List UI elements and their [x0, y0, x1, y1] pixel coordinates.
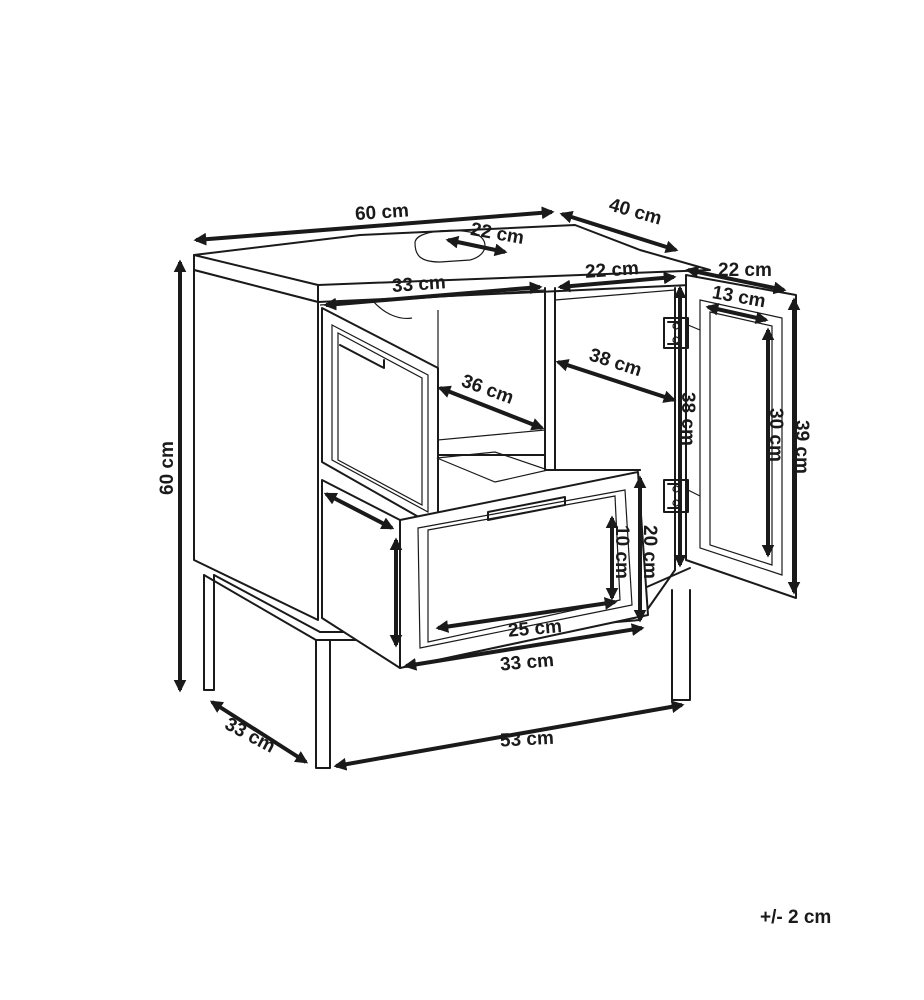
- arrow-base-width: [333, 700, 685, 771]
- arrow-right-compartment: [557, 271, 677, 293]
- cabinet-drawing: [193, 224, 797, 769]
- label-base-width: 53 cm: [499, 728, 554, 752]
- label-width-top: 60 cm: [354, 200, 409, 225]
- label-base-depth: 33 cm: [221, 714, 278, 758]
- arrow-inner-depth-left: [437, 385, 545, 431]
- label-total-height: 60 cm: [157, 441, 178, 495]
- arrow-sink-cutout: [445, 235, 508, 257]
- arrow-drawer-width: [403, 623, 645, 671]
- tolerance-note: +/- 2 cm: [760, 907, 832, 928]
- label-drawer-height: 20 cm: [639, 525, 660, 579]
- label-drawer-inner-width: 25 cm: [507, 616, 563, 642]
- label-right-compartment: 22 cm: [584, 258, 639, 283]
- arrow-drawer-side-depth: [323, 492, 395, 530]
- label-inner-depth-left: 36 cm: [459, 371, 517, 409]
- arrow-width-top: [193, 206, 555, 246]
- dimension-arrows: [173, 206, 801, 771]
- label-compartment-height: 38 cm: [677, 392, 698, 446]
- label-left-compartment: 33 cm: [391, 272, 446, 297]
- arrow-depth-top: [559, 210, 679, 254]
- arrow-inner-depth-right: [555, 359, 677, 403]
- arrow-door-inner-width: [705, 302, 769, 325]
- arrow-door-width: [685, 265, 787, 295]
- label-drawer-inner-height: 10 cm: [611, 525, 632, 579]
- label-door-height: 39 cm: [791, 420, 812, 474]
- upper-drawer-front: [321, 307, 439, 529]
- label-depth-top: 40 cm: [606, 195, 664, 230]
- arrow-base-depth: [209, 700, 309, 764]
- label-door-width: 22 cm: [718, 260, 772, 281]
- arrow-left-compartment: [323, 281, 543, 311]
- label-door-inner-height: 30 cm: [765, 408, 786, 462]
- label-drawer-width: 33 cm: [499, 650, 555, 676]
